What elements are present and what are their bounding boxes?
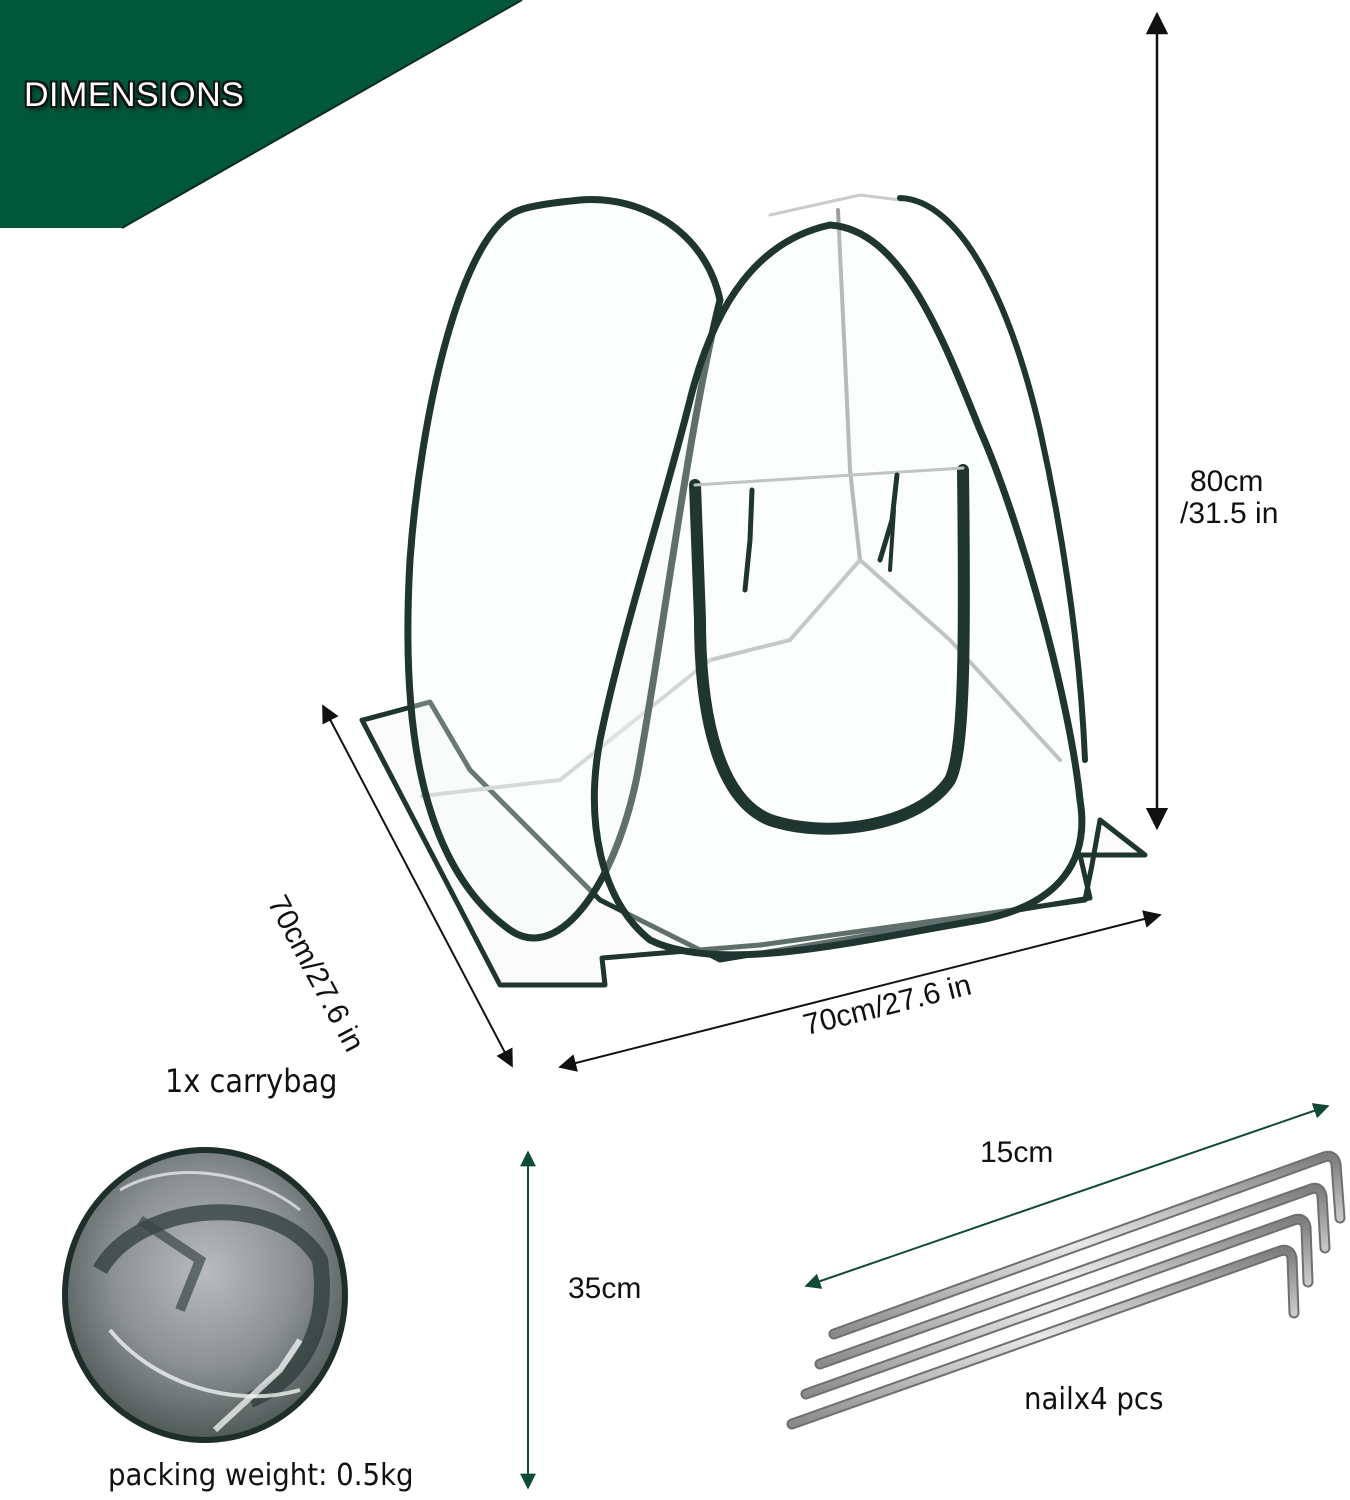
height-in: /31.5 in <box>1180 497 1279 530</box>
carrybag-illustration <box>62 1147 348 1443</box>
nail-length-arrow <box>804 1103 1330 1289</box>
carrybag-title: 1x carrybag <box>165 1062 338 1100</box>
banner-background <box>0 0 523 229</box>
height-cm: 80cm <box>1190 465 1264 498</box>
nails-illustration <box>786 1150 1346 1430</box>
greenhouse-tent <box>359 193 1148 988</box>
nail-length-label: 15cm <box>980 1136 1054 1169</box>
depth-dimension-arrow <box>322 704 513 1068</box>
banner-title: DIMENSIONS <box>24 76 245 114</box>
width-dimension-arrow <box>558 910 1162 1072</box>
height-label: 80cm /31.5 in <box>1180 466 1278 530</box>
nail-count-label: nailx4 pcs <box>1024 1382 1164 1417</box>
carrybag-size-label: 35cm <box>568 1272 642 1305</box>
packing-weight-label: packing weight: 0.5kg <box>108 1458 414 1493</box>
